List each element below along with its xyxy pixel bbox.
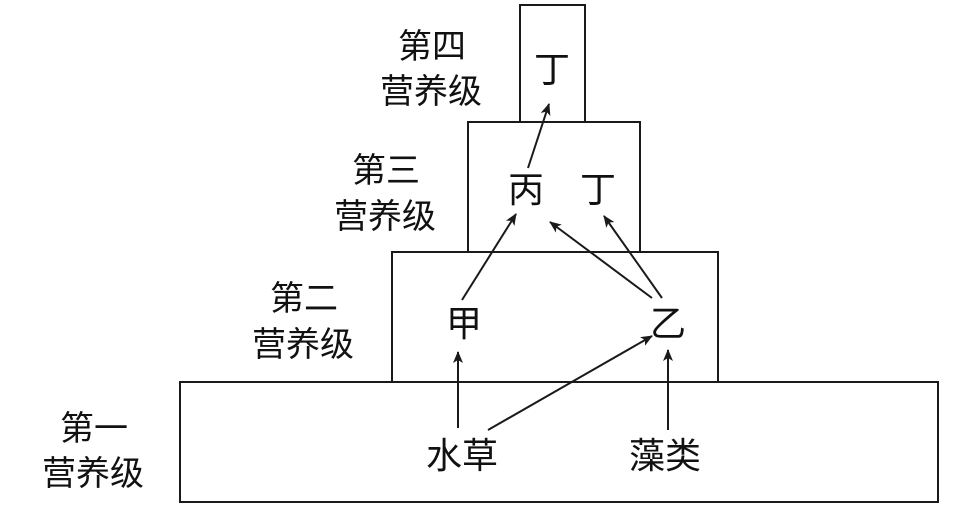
- level-4-label-line1: 第四: [398, 27, 466, 67]
- level-1-label-line1: 第一: [60, 409, 128, 449]
- node-shuicao: 水草: [426, 436, 498, 477]
- node-yi: 乙: [650, 304, 686, 345]
- level-4-box: [519, 4, 586, 123]
- node-ding-level3: 丁: [580, 170, 616, 211]
- arrow-jia-to-bing: [461, 213, 517, 301]
- node-zaolei: 藻类: [629, 436, 701, 477]
- level-2-label-line2: 营养级: [252, 325, 354, 365]
- level-4-label-line2: 营养级: [380, 72, 482, 112]
- node-ding-level4: 丁: [534, 50, 570, 91]
- level-3-label-line2: 营养级: [334, 197, 436, 237]
- level-1-box: [179, 381, 939, 503]
- arrow-yi-to-bing: [549, 221, 653, 299]
- arrow-shuicao-to-yi: [487, 335, 653, 431]
- node-bing: 丙: [508, 170, 544, 211]
- level-1-label-line2: 营养级: [42, 454, 144, 494]
- arrow-bing-to-ding: [527, 103, 551, 169]
- level-2-label-line1: 第二: [270, 279, 338, 319]
- arrow-yi-to-ding: [603, 215, 663, 299]
- level-3-label-line1: 第三: [352, 151, 420, 191]
- node-jia: 甲: [446, 304, 482, 345]
